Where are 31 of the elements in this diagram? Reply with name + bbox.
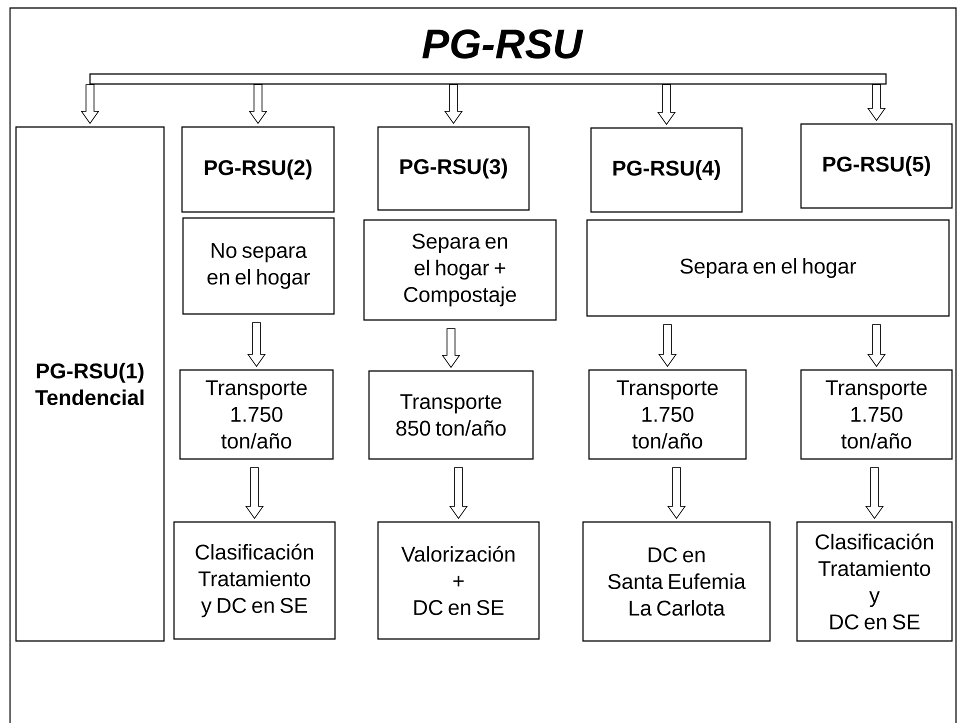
- hollow-arrow: [865, 467, 884, 520]
- process-box: Separa en el hogar: [586, 219, 950, 317]
- process-box: Separa en el hogar + Compostaje: [363, 219, 557, 321]
- process-box: Transporte 1.750 ton/año: [800, 369, 953, 460]
- process-box: Transporte 850 ton/año: [368, 370, 534, 460]
- hollow-arrow: [248, 84, 268, 124]
- process-box: DC en Santa Eufemia La Carlota: [582, 521, 771, 642]
- hollow-arrow: [658, 324, 677, 368]
- hollow-arrow: [247, 322, 266, 368]
- scenario-box: PG-RSU(1) Tendencial: [15, 126, 165, 642]
- hollow-arrow: [657, 84, 676, 126]
- scenario-header-box: PG-RSU(4): [590, 127, 743, 213]
- hollow-arrow: [444, 84, 463, 124]
- scenario-header-box: PG-RSU(2): [181, 126, 335, 213]
- hollow-arrow: [867, 324, 886, 368]
- process-box: Transporte 1.750 ton/año: [588, 369, 747, 460]
- process-box: Transporte 1.750 ton/año: [179, 369, 334, 460]
- hollow-arrow: [449, 467, 468, 520]
- hollow-arrow: [867, 84, 886, 122]
- hollow-arrow: [667, 467, 686, 520]
- distribution-bar: [89, 73, 887, 85]
- hollow-arrow: [80, 84, 100, 124]
- scenario-header-box: PG-RSU(3): [377, 126, 530, 211]
- process-box: Clasificación Tratamiento y DC en SE: [796, 521, 953, 642]
- hollow-arrow: [442, 328, 460, 368]
- title: PG-RSU: [422, 29, 584, 59]
- process-box: Valorización + DC en SE: [377, 521, 540, 640]
- process-box: No separa en el hogar: [182, 217, 335, 315]
- process-box: Clasificación Tratamiento y DC en SE: [173, 521, 336, 640]
- scenario-header-box: PG-RSU(5): [800, 123, 953, 209]
- hollow-arrow: [245, 467, 264, 520]
